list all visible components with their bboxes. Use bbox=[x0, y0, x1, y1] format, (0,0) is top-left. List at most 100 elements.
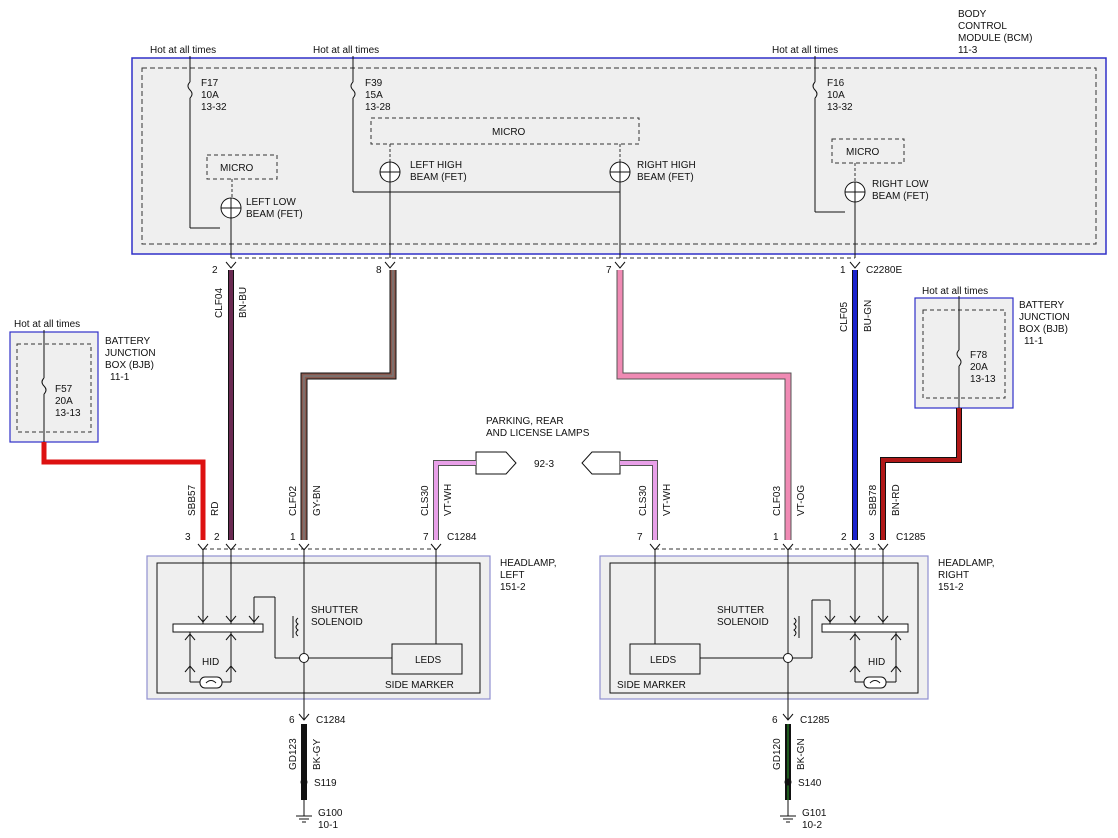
micro-box-center bbox=[370, 117, 640, 145]
hl-right-ground-connector: C1285 bbox=[800, 715, 830, 726]
hl-right-leds: LEDS bbox=[650, 655, 676, 666]
wire-clf02-color: GY-BN bbox=[312, 485, 323, 516]
fuse-f78-rating: 20A bbox=[970, 362, 988, 373]
hl-left-title-1: HEADLAMP, bbox=[500, 558, 557, 569]
wire-clf02: CLF02 GY-BN bbox=[288, 270, 397, 540]
wire-gd123-color: BK-GY bbox=[312, 739, 323, 770]
wire-sbb78: SBB78 BN-RD bbox=[868, 408, 962, 540]
wire-cls30-left: CLS30 VT-WH bbox=[420, 460, 476, 540]
wire-clf04-color: BN-BU bbox=[238, 287, 249, 318]
headlamp-right: 7 1 2 3 C1285 HEADLAMP, RIGHT 151-2 LEDS… bbox=[599, 532, 995, 720]
fuse-f57-name: F57 bbox=[55, 384, 73, 395]
bcm-connector-label: C2280E bbox=[866, 265, 902, 276]
pin-arrow bbox=[384, 261, 396, 269]
bjb-left-title-4: 11-1 bbox=[110, 372, 130, 383]
fet-left-high-label-2: BEAM (FET) bbox=[410, 172, 467, 183]
wire-sbb57-circuit: SBB57 bbox=[187, 484, 198, 516]
hid-bulb-right-icon bbox=[863, 676, 887, 689]
parking-ref: 92-3 bbox=[534, 459, 554, 470]
fuse-f57-ref: 13-13 bbox=[55, 408, 81, 419]
parking-label-1: PARKING, REAR bbox=[486, 416, 564, 427]
wire-clf05-color: BU-GN bbox=[863, 300, 874, 332]
bjb-right-box bbox=[914, 297, 1014, 409]
wire-sbb78-circuit: SBB78 bbox=[868, 484, 879, 516]
fuse-f39-name: F39 bbox=[365, 78, 383, 89]
parking-lamps-reference: PARKING, REAR AND LICENSE LAMPS 92-3 bbox=[475, 416, 621, 475]
fet-left-low-label-1: LEFT LOW bbox=[246, 197, 296, 208]
hl-left-pin-2: 2 bbox=[214, 532, 220, 543]
headlamp-right-inner-box bbox=[609, 562, 919, 694]
fet-right-high-label-1: RIGHT HIGH bbox=[637, 160, 696, 171]
wire-sbb57-color: RD bbox=[210, 502, 221, 516]
wire-clf03: CLF03 VT-OG bbox=[616, 270, 807, 540]
fuse-f16-name: F16 bbox=[827, 78, 845, 89]
hl-right-connector: C1285 bbox=[896, 532, 926, 543]
hl-left-leds: LEDS bbox=[415, 655, 441, 666]
parking-label-2: AND LICENSE LAMPS bbox=[486, 428, 590, 439]
bjb-right-title-3: BOX (BJB) bbox=[1019, 324, 1068, 335]
hl-right-ground-pin: 6 bbox=[772, 715, 778, 726]
hl-left-ground-connector: C1284 bbox=[316, 715, 346, 726]
hl-left-splice: S119 bbox=[314, 778, 337, 789]
hl-left-shutter-1: SHUTTER bbox=[311, 605, 358, 616]
wire-cls30-right: CLS30 VT-WH bbox=[620, 460, 673, 540]
fuse-f39-symbol bbox=[350, 81, 356, 99]
battery-junction-box-right: Hot at all times F78 20A 13-13 BATTERY J… bbox=[914, 286, 1070, 409]
bcm-connector-c2280e: 2 8 7 1 C2280E bbox=[212, 257, 902, 276]
wire-sbb57: SBB57 RD bbox=[41, 442, 221, 540]
pin-arrow bbox=[225, 261, 237, 269]
fuse-f17-name: F17 bbox=[201, 78, 219, 89]
fet-left-low: LEFT LOW BEAM (FET) bbox=[220, 197, 303, 220]
hl-left-ground-pin: 6 bbox=[289, 715, 295, 726]
bcm-title-3: MODULE (BCM) bbox=[958, 33, 1032, 44]
fet-right-low: RIGHT LOW BEAM (FET) bbox=[844, 179, 929, 203]
hl-right-title-1: HEADLAMP, bbox=[938, 558, 995, 569]
battery-junction-box-left: Hot at all times F57 20A 13-13 BATTERY J… bbox=[9, 319, 156, 443]
bcm-title-4: 11-3 bbox=[958, 45, 978, 56]
pin-arrow bbox=[849, 261, 861, 269]
hl-right-pin-3: 3 bbox=[869, 532, 875, 543]
micro-label-left: MICRO bbox=[220, 163, 254, 174]
fuse-f16-ref: 13-32 bbox=[827, 102, 853, 113]
fuse-f16-symbol bbox=[812, 81, 818, 99]
hl-left-title-2: LEFT bbox=[500, 570, 524, 581]
fet-left-low-label-2: BEAM (FET) bbox=[246, 209, 303, 220]
fet-right-low-label-2: BEAM (FET) bbox=[872, 191, 929, 202]
fuse-f57-rating: 20A bbox=[55, 396, 73, 407]
hl-left-shutter-2: SOLENOID bbox=[311, 617, 363, 628]
fuse-f78-ref: 13-13 bbox=[970, 374, 996, 385]
wire-cls30-left-color: VT-WH bbox=[443, 484, 454, 516]
splice-s140 bbox=[784, 778, 792, 786]
fuse-f17-ref: 13-32 bbox=[201, 102, 227, 113]
bjb-left-title-2: JUNCTION bbox=[105, 348, 156, 359]
micro-label-center: MICRO bbox=[492, 127, 526, 138]
fuse-f17: F17 10A 13-32 bbox=[187, 56, 227, 229]
bjb-right-hot: Hot at all times bbox=[922, 286, 988, 297]
hot-label-f17: Hot at all times bbox=[150, 45, 216, 56]
wire-gd123-circuit: GD123 bbox=[288, 738, 299, 770]
headlamp-left-inner-box bbox=[156, 562, 481, 694]
wire-sbb78-color: BN-RD bbox=[891, 484, 902, 516]
hl-right-shutter-1: SHUTTER bbox=[717, 605, 764, 616]
hl-left-ground: G100 bbox=[318, 808, 343, 819]
hot-label-f39: Hot at all times bbox=[313, 45, 379, 56]
hl-left-side-marker: SIDE MARKER bbox=[385, 680, 454, 691]
shutter-solenoid-left-icon bbox=[295, 617, 299, 637]
hl-right-pin-2: 2 bbox=[841, 532, 847, 543]
hl-right-title-2: RIGHT bbox=[938, 570, 969, 581]
bcm-pin-8: 8 bbox=[376, 265, 382, 276]
bcm-pin-7: 7 bbox=[606, 265, 612, 276]
shutter-solenoid-right-icon bbox=[793, 617, 797, 637]
fet-right-low-label-1: RIGHT LOW bbox=[872, 179, 929, 190]
pin-arrow bbox=[614, 261, 626, 269]
wire-clf03-color: VT-OG bbox=[796, 485, 807, 516]
bjb-right-title-2: JUNCTION bbox=[1019, 312, 1070, 323]
wire-gd120-circuit: GD120 bbox=[772, 738, 783, 770]
leds-box-left bbox=[391, 643, 463, 675]
wire-clf05-circuit: CLF05 bbox=[839, 302, 850, 332]
micro-label-right: MICRO bbox=[846, 147, 880, 158]
micro-box-left bbox=[206, 154, 278, 180]
wire-clf02-circuit: CLF02 bbox=[288, 486, 299, 516]
hl-left-ground-ref: 10-1 bbox=[318, 820, 338, 831]
wire-cls30-right-circuit: CLS30 bbox=[638, 485, 649, 516]
